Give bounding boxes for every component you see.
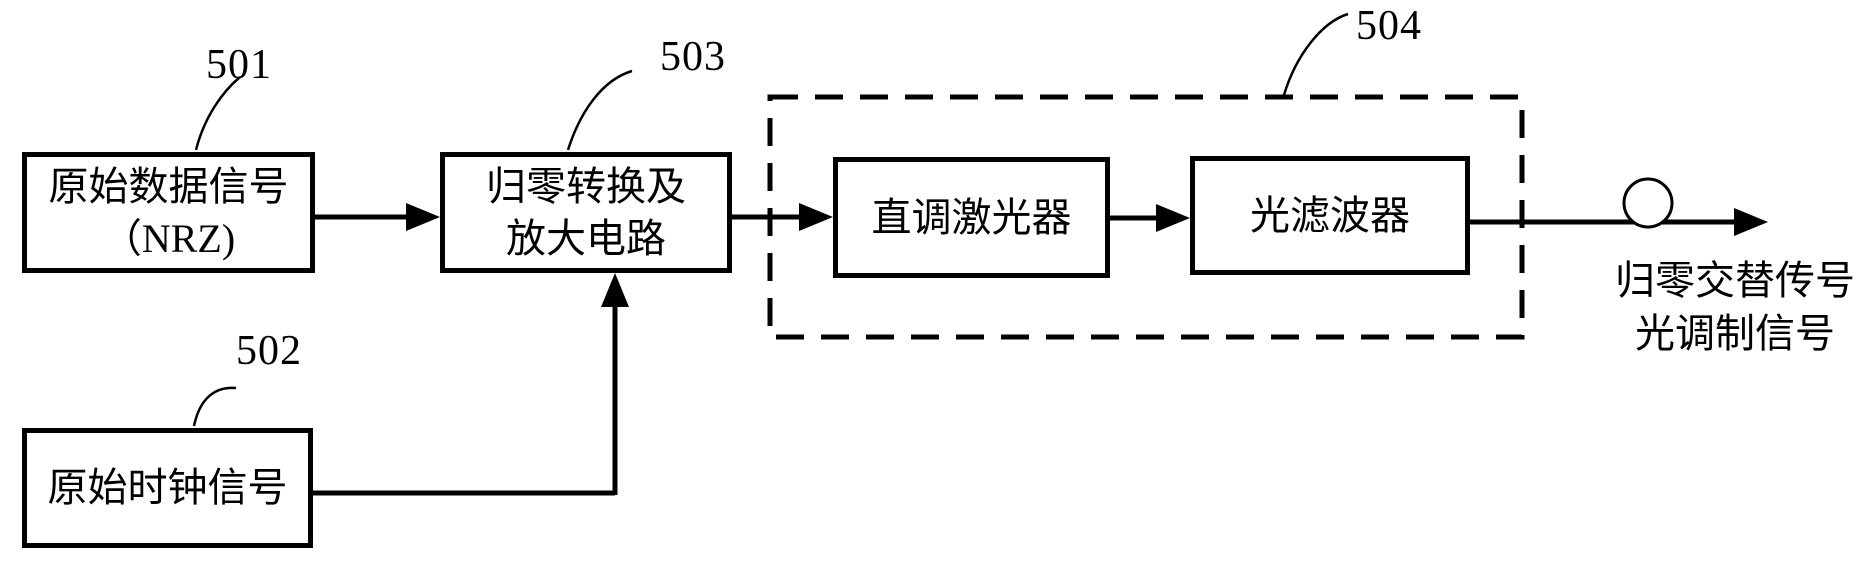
ref-number-501: 501 (206, 42, 272, 88)
block-direct-modulated-laser: 直调激光器 (833, 157, 1110, 278)
block-original-data-signal: 原始数据信号 （NRZ) (22, 152, 315, 273)
ref-number-503: 503 (660, 34, 726, 80)
block-rz-conversion-amplifier: 归零转换及 放大电路 (440, 152, 732, 273)
leader-line-502 (192, 386, 237, 427)
output-signal-label: 归零交替传号 光调制信号 (1598, 254, 1872, 360)
arrowhead-clock-to-converter (601, 273, 629, 307)
ref-number-502: 502 (236, 328, 302, 374)
block-original-data-signal-line2: （NRZ) (101, 215, 236, 261)
arrowhead-laser-to-filter (1156, 204, 1190, 232)
block-optical-filter: 光滤波器 (1190, 156, 1470, 275)
leader-line-501 (194, 76, 241, 151)
leader-line-504 (1282, 12, 1349, 96)
ref-number-504: 504 (1356, 3, 1422, 49)
block-original-clock-signal: 原始时钟信号 (22, 428, 313, 548)
block-original-clock-signal-label: 原始时钟信号 (47, 465, 288, 510)
block-rz-conversion-amplifier-line1: 归零转换及 (486, 163, 686, 209)
arrowhead-converter-to-laser (799, 203, 833, 231)
block-direct-modulated-laser-label: 直调激光器 (871, 194, 1072, 240)
block-original-data-signal-line1: 原始数据信号 (48, 163, 289, 209)
leader-line-503 (566, 69, 633, 151)
output-signal-label-line1: 归零交替传号 (1615, 258, 1855, 303)
arrowhead-data-to-converter (406, 203, 440, 231)
arrowhead-output (1734, 208, 1768, 236)
output-signal-label-line2: 光调制信号 (1635, 311, 1835, 356)
fiber-coil-icon (1622, 177, 1674, 229)
block-optical-filter-label: 光滤波器 (1250, 192, 1410, 238)
block-rz-conversion-amplifier-line2: 放大电路 (506, 215, 666, 261)
